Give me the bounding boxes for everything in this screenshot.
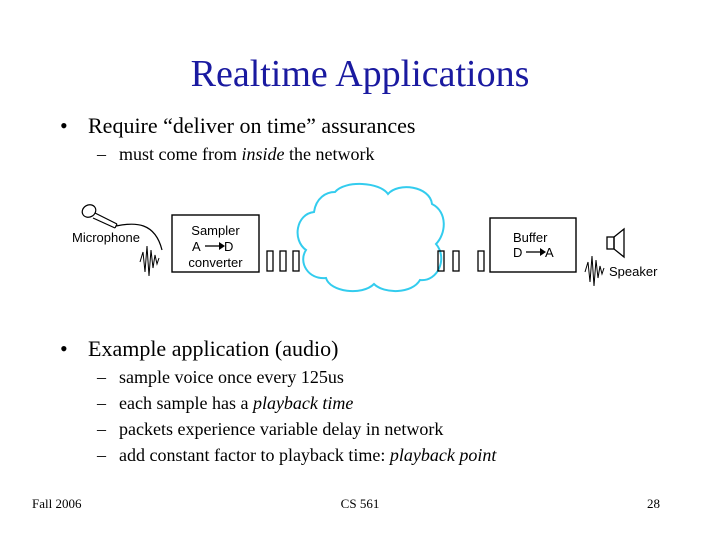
subbullet-playback-time: – each sample has a playback time [97, 392, 353, 414]
footer-date: Fall 2006 [32, 496, 82, 511]
speaker-label: Speaker [609, 264, 658, 279]
subbullet-inside-network: – must come from inside the network [97, 143, 374, 165]
packets-right-icon [437, 250, 485, 272]
dash-mark: – [97, 393, 106, 413]
bullet-dot: • [60, 113, 68, 138]
dash-mark: – [97, 367, 106, 387]
footer-page-number: 28 [647, 496, 660, 511]
bullet-example-text: Example application (audio) [88, 336, 339, 361]
sampler-label-a: A [192, 239, 201, 254]
slide-title: Realtime Applications [190, 53, 530, 95]
subbullet-variable-delay: – packets experience variable delay in n… [97, 418, 443, 440]
subbullet-text-emphasis: playback time [252, 393, 354, 413]
footer-course: CS 561 [340, 496, 380, 511]
network-cloud-icon [296, 182, 445, 293]
subbullet-text-emphasis: inside [241, 144, 285, 164]
packets-left-icon [266, 250, 300, 272]
sampler-label-d: D [224, 239, 234, 254]
subbullet-text: must come from inside the network [119, 143, 374, 165]
sampler-label-line1: Sampler [191, 223, 240, 238]
bullet-require-text: Require “deliver on time” assurances [88, 113, 416, 138]
buffer-label-line1: Buffer [513, 230, 548, 245]
sampler-arrowhead-icon [219, 242, 225, 250]
buffer-label-d: D [513, 245, 523, 260]
microphone-label: Microphone [72, 230, 140, 245]
bullet-require: • Require “deliver on time” assurances [60, 113, 415, 139]
dash-mark: – [97, 419, 106, 439]
dash-mark: – [97, 144, 106, 164]
subbullet-sample: – sample voice once every 125us [97, 366, 344, 388]
subbullet-text-emphasis: playback point [389, 445, 497, 465]
buffer-arrowhead-icon [540, 248, 546, 256]
buffer-label-a: A [545, 245, 554, 260]
dash-mark: – [97, 445, 106, 465]
bullet-example: • Example application (audio) [60, 336, 338, 362]
subbullet-text-suffix: the network [284, 144, 375, 164]
subbullet-text: packets experience variable delay in net… [119, 419, 444, 439]
bullet-dot: • [60, 336, 68, 361]
speaker-waveform-icon [584, 255, 605, 287]
speaker-icon [606, 227, 625, 259]
subbullet-text: each sample has a playback time [119, 392, 353, 414]
subbullet-text-prefix: add constant factor to playback time: [119, 445, 390, 465]
subbullet-playback-point: – add constant factor to playback time: … [97, 444, 496, 466]
microphone-icon [81, 204, 163, 251]
subbullet-text: add constant factor to playback time: pl… [119, 444, 496, 466]
subbullet-text-prefix: must come from [119, 144, 242, 164]
mic-waveform-icon [139, 245, 160, 277]
buffer-box [489, 217, 577, 273]
sampler-box [171, 214, 260, 273]
sampler-label-line3: converter [188, 255, 243, 270]
subbullet-text-prefix: each sample has a [119, 393, 253, 413]
subbullet-text: sample voice once every 125us [119, 367, 344, 387]
